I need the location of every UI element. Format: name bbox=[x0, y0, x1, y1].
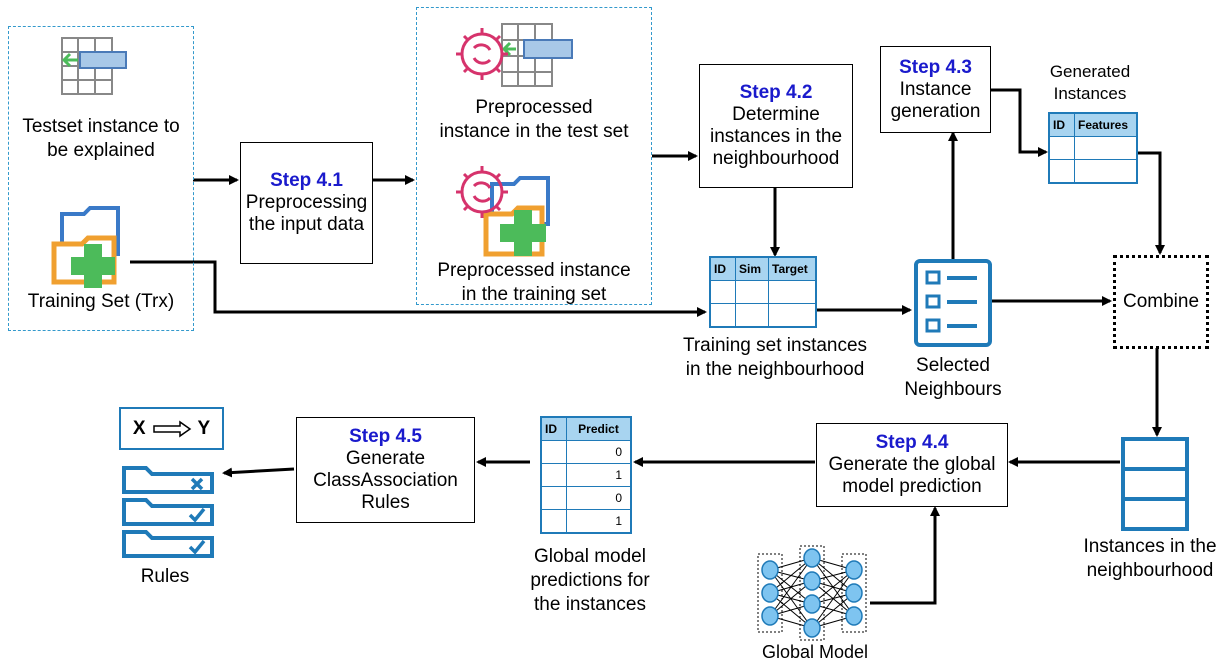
step-4-4-title: Step 4.4 bbox=[875, 432, 949, 453]
combine-label: Combine bbox=[1122, 291, 1200, 312]
step-4-3-line1: Instance bbox=[899, 78, 972, 100]
step-4-5-title: Step 4.5 bbox=[349, 426, 422, 447]
line-training-to-table bbox=[130, 260, 707, 317]
prediction-caption-line3: the instances bbox=[534, 594, 646, 615]
rule-formula-box: X Y bbox=[119, 407, 224, 450]
testset-table-icon bbox=[61, 37, 127, 95]
preprocessed-training-icon bbox=[456, 166, 550, 257]
instances-nb-line1: Instances in the bbox=[1083, 536, 1217, 557]
arrow-globalmodel-to-step44 bbox=[870, 506, 940, 605]
arrow-generated-to-combine bbox=[1138, 151, 1165, 255]
step-4-2-title: Step 4.2 bbox=[739, 82, 813, 103]
step-4-2-line3: neighbourhood bbox=[712, 148, 840, 169]
step-4-4-box: Step 4.4 Generate the global model predi… bbox=[816, 423, 1008, 507]
instances-neighbourhood-icon bbox=[1121, 437, 1189, 531]
rules-label: Rules bbox=[140, 566, 190, 587]
generated-instances-table: ID Features bbox=[1048, 112, 1138, 184]
rule-formula-y: Y bbox=[197, 417, 211, 439]
preprocessed-test-icon bbox=[456, 23, 573, 87]
generated-header-id: ID bbox=[1048, 112, 1075, 137]
preprocessed-training-line2: in the training set bbox=[461, 284, 607, 305]
preprocessed-test-line1: Preprocessed bbox=[475, 97, 593, 118]
step-4-2-box: Step 4.2 Determine instances in the neig… bbox=[699, 64, 853, 188]
generated-title-line1: Generated bbox=[1049, 62, 1131, 81]
step-4-3-title: Step 4.3 bbox=[899, 56, 972, 78]
prediction-value: 1 bbox=[566, 509, 632, 534]
step-4-1-title: Step 4.1 bbox=[270, 170, 343, 191]
neighbour-header-id: ID bbox=[709, 256, 736, 281]
preprocessed-training-line1: Preprocessed instance bbox=[437, 260, 631, 281]
preprocessed-panel bbox=[416, 7, 652, 305]
generated-title-line2: Instances bbox=[1053, 84, 1127, 103]
generated-header-features: Features bbox=[1074, 112, 1138, 137]
step-4-3-line2: generation bbox=[890, 100, 981, 122]
training-set-label: Training Set (Trx) bbox=[27, 291, 175, 312]
step-4-4-line1: Generate the global bbox=[828, 454, 996, 475]
implies-arrow-icon bbox=[152, 420, 191, 437]
arrow-step43-to-generated bbox=[990, 88, 1048, 157]
table-row: 0 bbox=[540, 486, 632, 510]
table-row: 1 bbox=[540, 463, 632, 487]
input-panel bbox=[8, 26, 194, 331]
testset-label-line1: Testset instance to bbox=[22, 116, 180, 137]
step-4-1-line1: Preprocessing bbox=[245, 192, 368, 213]
rules-list-icon bbox=[122, 466, 214, 558]
prediction-caption-line1: Global model bbox=[534, 546, 646, 567]
testset-label-line2: be explained bbox=[47, 140, 155, 161]
prediction-header-predict: Predict bbox=[566, 416, 632, 441]
prediction-table: ID Predict 0 1 0 1 bbox=[540, 416, 632, 534]
step-4-5-box: Step 4.5 Generate ClassAssociation Rules bbox=[296, 417, 475, 523]
neighbour-header-sim: Sim bbox=[735, 256, 769, 281]
neighbourhood-table: ID Sim Target bbox=[709, 256, 817, 328]
step-4-2-line1: Determine bbox=[732, 104, 820, 125]
arrow-step45-to-rules bbox=[222, 467, 295, 478]
prediction-header-id: ID bbox=[540, 416, 567, 441]
training-set-icon bbox=[51, 206, 120, 288]
selected-line1: Selected bbox=[916, 355, 990, 376]
global-model-label: Global Model bbox=[761, 642, 869, 662]
neighbour-header-target: Target bbox=[768, 256, 817, 281]
combine-box: Combine bbox=[1113, 255, 1209, 349]
preprocessed-test-line2: instance in the test set bbox=[439, 121, 629, 142]
prediction-value: 1 bbox=[566, 463, 632, 487]
step-4-1-box: Step 4.1 Preprocessing the input data bbox=[240, 142, 373, 264]
selected-line2: Neighbours bbox=[904, 379, 1002, 400]
neighbour-caption-line2: in the neighbourhood bbox=[685, 359, 865, 380]
neural-network-icon bbox=[757, 545, 867, 641]
step-4-3-box: Step 4.3 Instance generation bbox=[880, 46, 991, 133]
step-4-5-line3: Rules bbox=[361, 492, 410, 513]
neighbour-caption-line1: Training set instances bbox=[682, 335, 868, 356]
step-4-5-line2: ClassAssociation bbox=[313, 470, 458, 491]
step-4-1-line2: the input data bbox=[248, 214, 365, 235]
instances-nb-line2: neighbourhood bbox=[1086, 560, 1214, 581]
table-row: 0 bbox=[540, 440, 632, 464]
prediction-value: 0 bbox=[566, 440, 632, 464]
prediction-value: 0 bbox=[566, 486, 632, 510]
step-4-5-line1: Generate bbox=[345, 448, 426, 469]
rule-formula-x: X bbox=[132, 417, 146, 439]
selected-neighbours-icon bbox=[914, 259, 992, 347]
prediction-caption-line2: predictions for bbox=[530, 570, 650, 591]
step-4-4-line2: model prediction bbox=[842, 476, 982, 497]
step-4-2-line2: instances in the bbox=[709, 126, 843, 147]
table-row: 1 bbox=[540, 509, 632, 534]
